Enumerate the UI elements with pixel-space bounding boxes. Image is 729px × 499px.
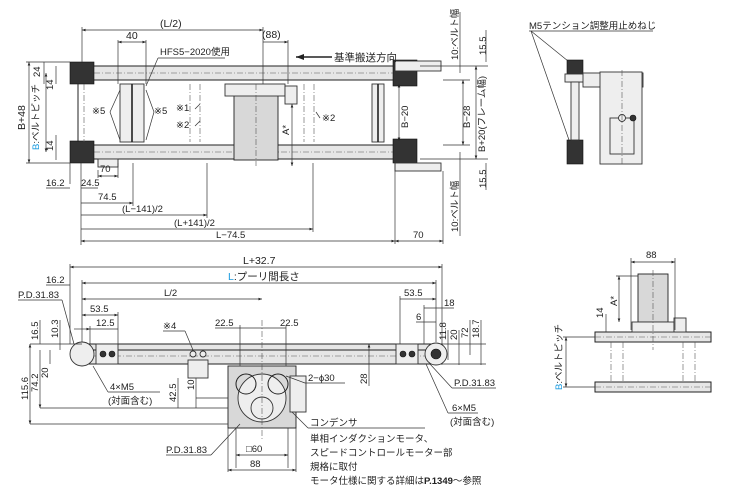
dim-115-6: 115.6 (20, 377, 31, 400)
motor-note-line-4: モータ仕様に関する詳細はP.1349〜参照 (310, 475, 482, 487)
end-a-star: A* (609, 296, 620, 306)
dim-72: 72 (460, 327, 471, 338)
capacitor-label: コンデンサ (310, 417, 358, 429)
screws-left-note: (対面含む) (108, 395, 152, 407)
end-view: 88 A* 14 B:ベルトピッチ (554, 250, 712, 393)
dim-frame-width: B+20(フレーム幅) (476, 76, 488, 152)
motor-note-text: モータ仕様に関する詳細は (310, 475, 425, 487)
dim-6: 6 (416, 312, 421, 323)
dim-b-minus-28: B−28 (462, 106, 473, 128)
dim-70-left: 70 (100, 164, 111, 175)
dim-24: 24 (32, 66, 43, 77)
dim-20-right: 20 (449, 329, 460, 340)
phi30-label: 2−ϕ30 (308, 373, 335, 384)
pulley-distance-label: L:プーリ間長さ (228, 271, 300, 283)
motor-note-suffix: 〜参照 (453, 475, 482, 487)
belt-pitch-top-label: B:ベルトピッチ (31, 84, 42, 150)
dim-40: 40 (126, 30, 138, 42)
dim-l-half-top: (L/2) (160, 18, 182, 30)
belt-pitch-prefix: B (31, 144, 42, 150)
upper-left-pulley (69, 61, 95, 85)
dim-b-minus-20: B−20 (400, 106, 411, 128)
screws-left-count: 4×M5 (110, 382, 134, 393)
dim-l-half-front: L/2 (164, 288, 177, 299)
dim-20-left: 20 (40, 367, 51, 378)
dim-square-60: □60 (246, 444, 262, 455)
dim-l-minus-74-5: L−74.5 (216, 230, 245, 241)
capacitor (289, 375, 307, 413)
a-star-top: A* (281, 125, 292, 135)
end-dim-14: 14 (595, 307, 606, 318)
lower-left-pulley (69, 140, 95, 164)
screws-right-note: (対面含む) (450, 416, 494, 428)
dim-74-5: 74.5 (98, 192, 117, 203)
motor-note-line-1: 単相インダクションモータ、 (310, 433, 433, 445)
dim-18-7: 18.7 (471, 320, 482, 339)
dim-53-5-right: 53.5 (404, 288, 423, 299)
dim-l-minus-141: (L−141)/2 (122, 204, 163, 215)
dim-88-top: (88) (262, 29, 281, 41)
dim-74-2: 74.2 (30, 374, 41, 393)
catalog-page-link[interactable]: P.1349 (424, 476, 453, 487)
dim-b-plus-48: B+48 (16, 105, 28, 130)
belt-pitch-text: :ベルトピッチ (31, 84, 42, 144)
dim-14-bottom: 14 (45, 140, 56, 151)
dim-22-5-left: 22.5 (215, 318, 234, 329)
dim-10-3: 10.3 (50, 320, 61, 339)
dim-l-plus-32-7: L+32.7 (243, 255, 276, 267)
note-4: ※4 (163, 321, 176, 332)
dim-70-right: 70 (413, 230, 424, 241)
direction-label: 基準搬送方向 (334, 51, 397, 64)
note-5-left: ※5 (92, 106, 105, 117)
top-view: (L/2) (88) 40 HFS5−2020使用 基準搬送方向 B+48 B:… (16, 8, 489, 245)
dim-14-top: 14 (45, 79, 56, 90)
end-dim-88: 88 (646, 250, 657, 261)
note-1: ※1 (176, 103, 189, 114)
dim-15-5-bottom: 15.5 (478, 170, 489, 189)
motor-note-line-3: 規格に取付 (310, 461, 358, 473)
note-2-right: ※2 (322, 113, 335, 124)
front-view: L+32.7 L:プーリ間長さ 16.2 P.D.31.83 L/2 53.5 … (18, 255, 496, 487)
screws-right-count: 6×M5 (452, 403, 476, 414)
belt-width-top: 10:ベルト幅 (449, 8, 461, 60)
dim-12-5: 12.5 (96, 318, 115, 329)
note-5-right: ※5 (154, 106, 167, 117)
end-belt-pitch-text: :ベルトピッチ (554, 324, 565, 384)
dim-16-5: 16.5 (30, 322, 41, 341)
dim-42-5: 42.5 (168, 384, 179, 403)
dim-16-2-top: 16.2 (46, 178, 65, 189)
end-belt-pitch: B:ベルトピッチ (554, 324, 565, 390)
dim-24-5: 24.5 (81, 178, 100, 189)
note-2-left: ※2 (176, 120, 189, 131)
pd-bottom: P.D.31.83 (166, 445, 207, 456)
end-belt-pitch-prefix: B (554, 384, 565, 390)
pulley-distance-prefix: L (228, 271, 234, 283)
belt-width-bottom: 10:ベルト幅 (449, 180, 461, 232)
pulley-distance-text: :プーリ間長さ (234, 271, 300, 283)
profile-note: HFS5−2020使用 (160, 46, 230, 58)
dim-28: 28 (359, 373, 370, 384)
lower-right-pulley (392, 138, 418, 164)
dim-l-plus-141: (L+141)/2 (174, 218, 215, 229)
side-view: M5テンション調整用止めねじ (529, 20, 656, 165)
tension-screw-callout: M5テンション調整用止めねじ (529, 20, 656, 32)
dim-10: 10 (186, 379, 197, 390)
dim-18: 18 (444, 298, 455, 309)
pd-right: P.D.31.83 (454, 378, 495, 389)
dim-11-8: 11.8 (438, 322, 449, 340)
dim-15-5-top: 15.5 (478, 37, 489, 56)
left-pulley (69, 341, 95, 367)
pd-top-left: P.D.31.83 (18, 290, 59, 301)
dim-53-5-left: 53.5 (90, 304, 109, 315)
motor-note-line-2: スピードコントロールモーター部 (310, 447, 453, 459)
dim-22-5-right: 22.5 (280, 318, 299, 329)
dim-16-2-front: 16.2 (46, 275, 65, 286)
dim-88-front: 88 (250, 459, 261, 470)
